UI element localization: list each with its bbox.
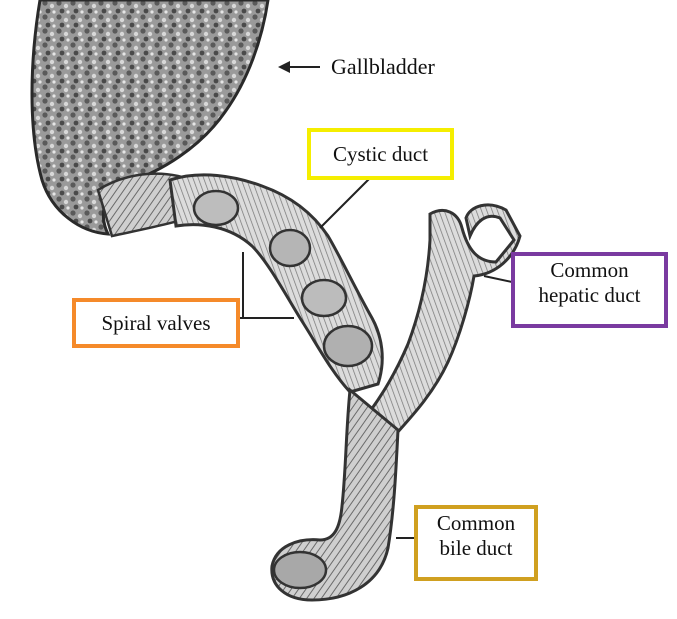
common-hepatic-duct-leader	[484, 276, 512, 282]
common-hepatic-duct-line2: hepatic duct	[521, 283, 658, 308]
common-bile-duct-label: Common bile duct	[414, 505, 538, 581]
cystic-duct-label: Cystic duct	[307, 128, 454, 180]
spiral-valve-4	[324, 326, 372, 366]
common-bile-duct-line1: Common	[424, 511, 528, 536]
spiral-valve-1	[194, 191, 238, 225]
common-bile-duct-line2: bile duct	[424, 536, 528, 561]
spiral-valve-3	[302, 280, 346, 316]
common-hepatic-duct-label: Common hepatic duct	[511, 252, 668, 328]
cystic-duct-leader	[320, 176, 372, 228]
gallbladder-arrow-head	[278, 61, 290, 73]
common-hepatic-duct-shape	[360, 205, 520, 434]
spiral-valves-label: Spiral valves	[72, 298, 240, 348]
common-hepatic-duct-line1: Common	[521, 258, 658, 283]
spiral-valve-2	[270, 230, 310, 266]
gallbladder-label: Gallbladder	[331, 54, 435, 80]
